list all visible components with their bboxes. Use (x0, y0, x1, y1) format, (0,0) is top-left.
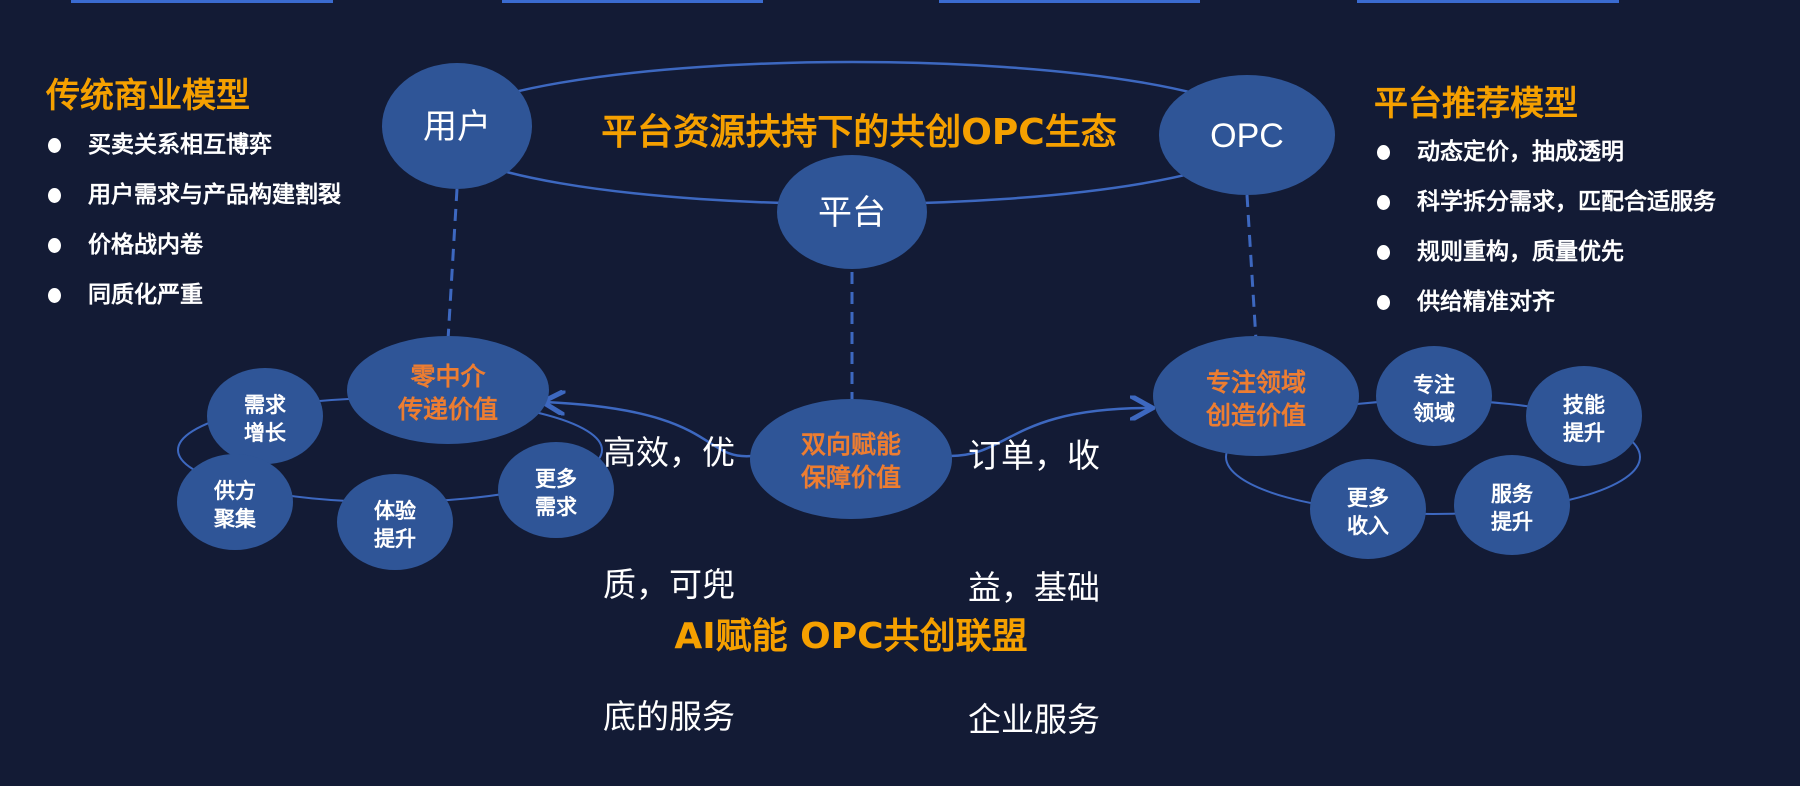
focus-domain-line2: 创造价值 (1205, 401, 1306, 430)
left-panel-title: 传统商业模型 (46, 76, 250, 116)
flow-left-line: 高效，优 (603, 433, 735, 472)
sat-service-up (1454, 455, 1570, 555)
sat-label: 提升 (374, 527, 416, 551)
bullet-icon (1377, 245, 1390, 260)
sat-supply-gather (177, 454, 293, 550)
dual-empower-line1: 双向赋能 (801, 430, 901, 459)
top-tab-bar-3 (939, 0, 1200, 3)
bullet-icon (1377, 295, 1390, 310)
sat-experience-up (337, 474, 453, 570)
arrow-to-right-cluster (949, 408, 1150, 458)
bullet-icon (48, 288, 61, 303)
footer-title: AI赋能 OPC共创联盟 (674, 616, 1027, 657)
list-item-text: 价格战内卷 (88, 232, 203, 258)
zero-middleman-line1: 零中介 (409, 362, 486, 391)
top-tab-bar-2 (502, 0, 763, 3)
bullet-icon (1377, 145, 1390, 160)
flow-right-line: 企业服务 (968, 700, 1100, 739)
sat-more-demand (498, 442, 614, 538)
sat-label: 需求 (535, 495, 577, 519)
sat-focus-domain (1376, 346, 1492, 446)
zero-middleman-line2: 传递价值 (397, 395, 498, 424)
sat-label: 提升 (1491, 510, 1533, 534)
list-item-text: 买卖关系相互博弈 (88, 132, 272, 158)
node-platform (777, 155, 927, 269)
flow-left-line: 底的服务 (603, 697, 735, 736)
list-item: 科学拆分需求，匹配合适服务 (1377, 187, 1716, 237)
flow-left-text: 高效，优 质，可兜 底的服务 (603, 343, 735, 783)
sat-label: 体验 (374, 499, 416, 523)
node-dual-empower (750, 399, 952, 519)
list-item-text: 供给精准对齐 (1417, 289, 1555, 315)
list-item: 同质化严重 (48, 280, 341, 330)
sat-label: 服务 (1491, 482, 1534, 506)
list-item: 动态定价，抽成透明 (1377, 137, 1716, 187)
flow-left-line: 质，可兜 (603, 565, 735, 604)
list-item: 用户需求与产品构建割裂 (48, 180, 341, 230)
sat-label: 专注 (1413, 373, 1455, 397)
node-focus-domain (1153, 336, 1359, 456)
node-user (382, 63, 532, 189)
flow-right-line: 益，基础 (968, 568, 1100, 607)
bullet-icon (1377, 195, 1390, 210)
dashed-connector-left (446, 188, 459, 341)
sat-label: 供方 (213, 479, 256, 503)
list-item: 价格战内卷 (48, 230, 341, 280)
sat-skill-up (1526, 366, 1642, 466)
bullet-icon (48, 238, 61, 253)
list-item-text: 规则重构，质量优先 (1417, 239, 1624, 265)
left-panel-list: 买卖关系相互博弈 用户需求与产品构建割裂 价格战内卷 同质化严重 (48, 130, 341, 330)
right-panel-title: 平台推荐模型 (1374, 84, 1578, 124)
node-zero-middleman (347, 336, 549, 444)
list-item-text: 用户需求与产品构建割裂 (88, 182, 341, 208)
sat-label: 更多 (535, 467, 577, 491)
flow-right-line: 订单，收 (968, 436, 1100, 475)
bullet-icon (48, 138, 61, 153)
sat-label: 收入 (1347, 514, 1389, 538)
sat-demand-growth (207, 368, 323, 464)
sat-label: 领域 (1413, 401, 1455, 425)
arrow-to-left-cluster (545, 402, 753, 458)
dashed-connector-right (1245, 194, 1258, 341)
sat-label: 增长 (244, 421, 287, 445)
node-user-label: 用户 (423, 107, 491, 147)
sat-label: 技能 (1563, 393, 1605, 417)
flow-right-text: 订单，收 益，基础 企业服务 (968, 346, 1100, 786)
sat-label: 聚集 (213, 507, 257, 531)
bullet-icon (48, 188, 61, 203)
sat-label: 提升 (1563, 421, 1605, 445)
sat-label: 需求 (244, 393, 286, 417)
right-panel-list: 动态定价，抽成透明 科学拆分需求，匹配合适服务 规则重构，质量优先 供给精准对齐 (1377, 137, 1716, 337)
ecosystem-title: 平台资源扶持下的共创OPC生态 (601, 112, 1116, 153)
node-platform-label: 平台 (818, 193, 886, 233)
focus-domain-line1: 专注领域 (1206, 368, 1306, 397)
top-tab-bar-1 (71, 0, 333, 3)
dual-empower-line2: 保障价值 (800, 463, 901, 492)
node-opc (1159, 75, 1335, 195)
diagram-canvas: 用户 平台 OPC 平台资源扶持下的共创OPC生态 零中介 传递价值 双向赋能 … (177, 60, 1642, 657)
list-item-text: 动态定价，抽成透明 (1417, 139, 1624, 165)
list-item: 买卖关系相互博弈 (48, 130, 341, 180)
node-opc-label: OPC (1210, 117, 1284, 155)
list-item-text: 科学拆分需求，匹配合适服务 (1417, 189, 1716, 215)
list-item-text: 同质化严重 (88, 282, 203, 308)
list-item: 规则重构，质量优先 (1377, 237, 1716, 287)
list-item: 供给精准对齐 (1377, 287, 1716, 337)
sat-more-income (1310, 459, 1426, 559)
sat-label: 更多 (1347, 486, 1389, 510)
top-tab-bar-4 (1357, 0, 1619, 3)
